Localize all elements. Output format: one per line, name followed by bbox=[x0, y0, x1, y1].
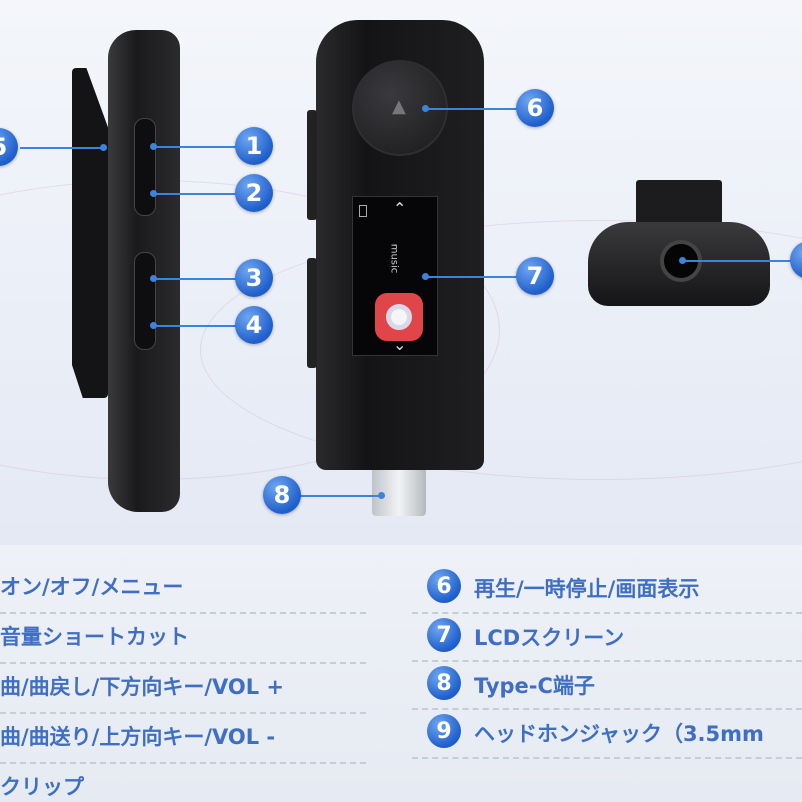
screen-label: music bbox=[388, 243, 400, 274]
callout-2: 2 bbox=[235, 174, 273, 212]
legend-number-7: 7 bbox=[427, 618, 461, 652]
clip-top bbox=[636, 180, 722, 230]
down-arrow-icon: ⌄ bbox=[393, 335, 407, 354]
callout-5: 5 bbox=[0, 128, 18, 166]
callout-3: 3 bbox=[235, 259, 273, 297]
volume-buttons bbox=[134, 118, 156, 216]
callout-8: 8 bbox=[263, 476, 301, 514]
callout-7: 7 bbox=[516, 257, 554, 295]
callout-9: 9 bbox=[790, 241, 802, 279]
lcd-screen: ⌃ music ⌄ bbox=[352, 196, 438, 356]
legend-item-9: ヘッドホンジャック（3.5mm bbox=[474, 722, 764, 746]
parts-legend: オン/オフ/メニュー 音量ショートカット 曲/曲戻し/下方向キー/VOL + 曲… bbox=[0, 545, 802, 802]
music-disc-icon bbox=[375, 293, 423, 341]
callout-4: 4 bbox=[235, 306, 273, 344]
product-diagram: ▲ ⌃ music ⌄ 5 1 2 3 4 6 7 8 9 bbox=[0, 0, 802, 545]
legend-number-6: 6 bbox=[427, 569, 461, 603]
legend-number-8: 8 bbox=[427, 666, 461, 700]
legend-number-9: 9 bbox=[427, 714, 461, 748]
track-buttons bbox=[134, 252, 156, 350]
legend-item-2: 音量ショートカット bbox=[0, 625, 189, 649]
legend-item-8: Type-C端子 bbox=[474, 674, 595, 698]
up-arrow-icon: ⌃ bbox=[393, 199, 407, 218]
legend-item-6: 再生/一時停止/画面表示 bbox=[474, 577, 700, 601]
legend-item-5: クリップ bbox=[0, 775, 84, 799]
legend-item-4: 曲/曲送り/上方向キー/VOL - bbox=[0, 725, 276, 749]
callout-6: 6 bbox=[516, 89, 554, 127]
side-button bbox=[307, 110, 317, 220]
legend-item-3: 曲/曲戻し/下方向キー/VOL + bbox=[0, 675, 285, 699]
side-button bbox=[307, 258, 317, 368]
legend-item-7: LCDスクリーン bbox=[474, 626, 625, 650]
belt-clip bbox=[72, 68, 108, 398]
legend-item-1: オン/オフ/メニュー bbox=[0, 575, 184, 599]
callout-1: 1 bbox=[235, 127, 273, 165]
play-icon: ▲ bbox=[392, 96, 406, 117]
battery-icon bbox=[359, 205, 367, 217]
